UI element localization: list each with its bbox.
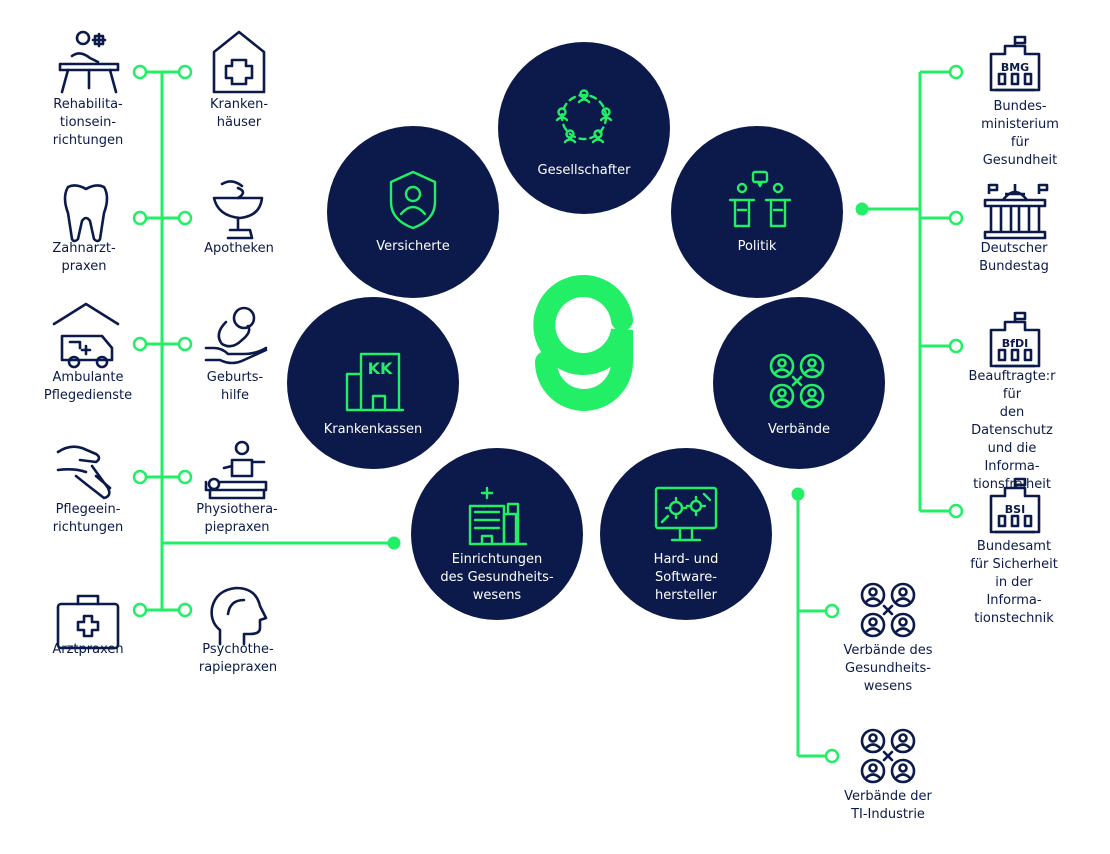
label-versicherte: Versicherte [376,239,450,254]
label-bsi: Bundesamt für Sicherheit in der Informa-… [970,539,1058,626]
podium-speakers-icon [728,170,792,228]
node-krankenkassen [287,297,459,469]
label-ambulante-pflegedienste: Ambulante Pflegedienste [43,370,133,403]
label-verbaende: Verbände [768,422,830,437]
caring-hands-icon [56,445,112,500]
kk-badge: KK [368,359,393,378]
label-hardsoftware: Hard- und Software- hersteller [653,552,719,603]
label-krankenhaeuser: Kranken- häuser [209,97,269,130]
logo-g-icon [533,275,633,411]
bmg-building-icon: BMG [989,34,1041,92]
label-physiotherapiepraxen: Physiothera- piepraxen [196,502,278,535]
svg-text:BMG: BMG [1001,61,1029,74]
center-circles [287,42,885,620]
hospital-house-icon [212,30,266,94]
label-bundestag: Deutscher Bundestag [979,241,1049,274]
label-gesellschafter: Gesellschafter [537,163,631,178]
four-people-icon [860,728,916,784]
rehab-desk-icon [58,30,120,94]
label-pflegeeinrichtungen: Pflegeein- richtungen [52,502,124,535]
monitor-gears-icon [654,486,718,542]
svg-text:BSI: BSI [1005,503,1025,516]
label-politik: Politik [737,239,777,254]
massage-table-icon [204,440,268,500]
label-einrichtungen: Einrichtungen des Gesundheits- wesens [440,552,554,603]
kk-building-icon [345,352,405,412]
connector-lines [140,70,956,758]
label-apotheken: Apotheken [204,241,274,256]
label-verbaende-ti-industrie: Verbände der TI-Industrie [844,789,932,822]
node-einrichtungen [411,448,583,620]
medical-case-icon [56,594,120,650]
label-bmg: Bundes- ministerium für Gesundheit [981,99,1059,168]
baby-hand-icon [204,306,268,365]
junction-dots [387,202,869,550]
node-gesellschafter [498,42,670,214]
label-arztpraxen: Arztpraxen [52,642,124,657]
label-zahnarztpraxen: Zahnarzt- praxen [52,241,116,274]
four-people-icon [860,582,916,638]
hospital-buildings-icon [468,486,528,546]
label-bfdi: Beauftragte:r für den Datenschutz und di… [968,369,1056,492]
label-geburtshilfe: Geburts- hilfe [206,370,264,403]
people-circle-icon [555,89,613,144]
node-politik [671,126,843,298]
ambulance-garage-icon [52,302,120,369]
label-verbaende-gesundheitswesen: Verbände des Gesundheits- wesens [843,643,933,694]
bfdi-building-icon: BfDI [989,310,1041,368]
connector-dots [132,64,964,764]
tooth-icon [63,184,109,243]
bundestag-building-icon [983,183,1049,240]
node-hardsoftware [600,448,772,620]
label-krankenkassen: Krankenkassen [323,422,423,437]
svg-text:BfDI: BfDI [1002,337,1028,350]
shield-person-icon [389,170,437,230]
label-psychotherapiepraxen: Psychothe- rapiepraxen [198,642,278,675]
head-profile-icon [210,586,268,646]
pharmacy-bowl-icon [212,180,264,240]
bsi-building-icon: BSI [989,476,1041,534]
node-versicherte [327,126,499,298]
label-rehabilitation: Rehabilita- tionsein- richtungen [52,97,124,148]
